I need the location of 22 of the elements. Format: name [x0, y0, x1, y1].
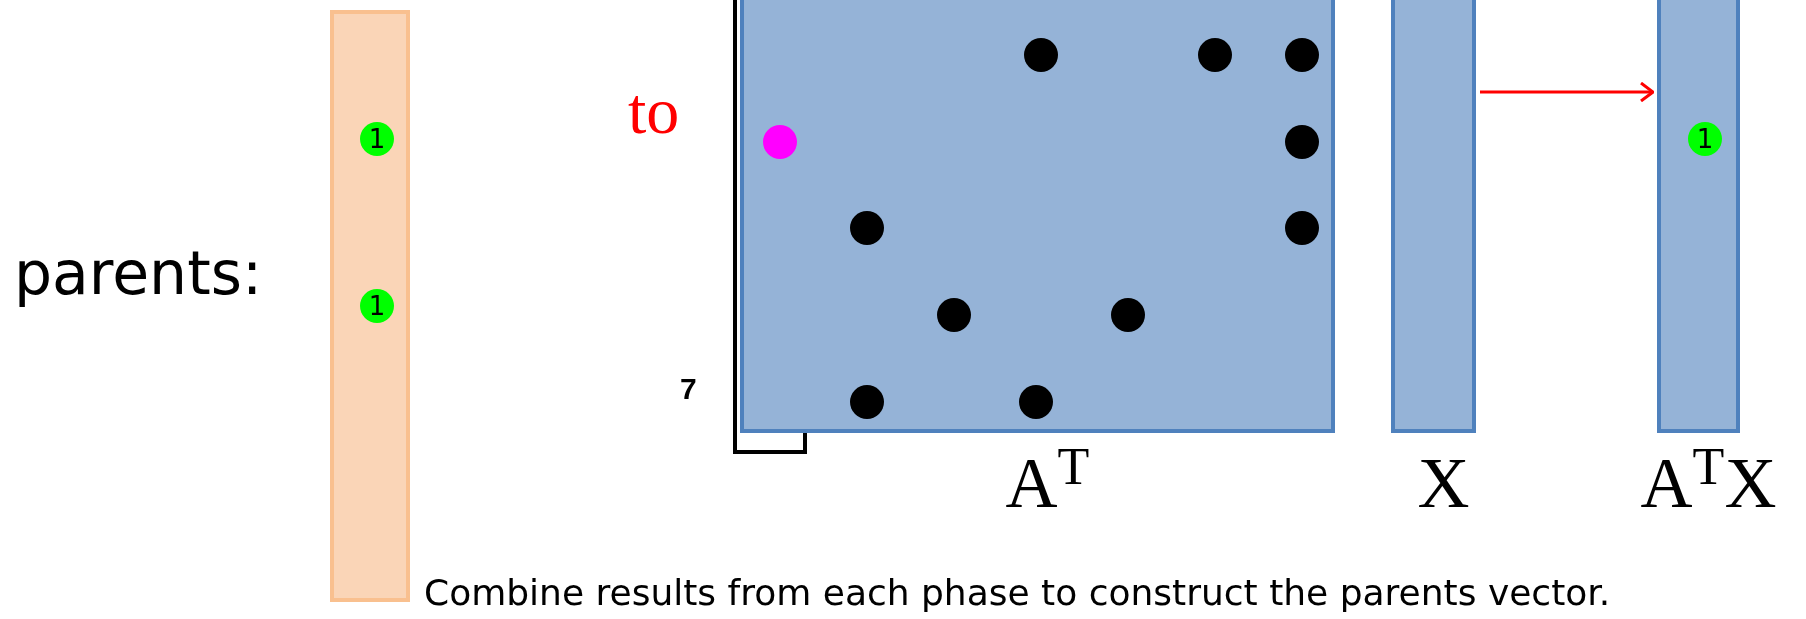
entry-dot: [1285, 211, 1319, 245]
entry-dot: [763, 125, 797, 159]
arrow: [1480, 81, 1655, 103]
value-dot: 1: [1688, 122, 1722, 156]
matrix-label: A$^{T}$X: [1639, 447, 1778, 519]
entry-dot: [850, 211, 884, 245]
value-dot: 1: [360, 122, 394, 156]
entry-dot: [1024, 38, 1058, 72]
entry-dot: [1285, 125, 1319, 159]
vector-label: parents:: [14, 238, 263, 308]
entry-dot: [850, 385, 884, 419]
row-label: to: [628, 78, 680, 144]
entry-dot: [1019, 385, 1053, 419]
row-number: 7: [680, 374, 697, 404]
value-dot: 1: [360, 289, 394, 323]
matrix-label: X: [1416, 447, 1471, 519]
entry-dot: [1111, 298, 1145, 332]
entry-dot: [1198, 38, 1232, 72]
caption: Combine results from each phase to construct the parents vector.: [424, 571, 1611, 615]
matrix-label: A$^{T}$: [1004, 447, 1091, 519]
entry-dot: [1285, 38, 1319, 72]
entry-dot: [937, 298, 971, 332]
